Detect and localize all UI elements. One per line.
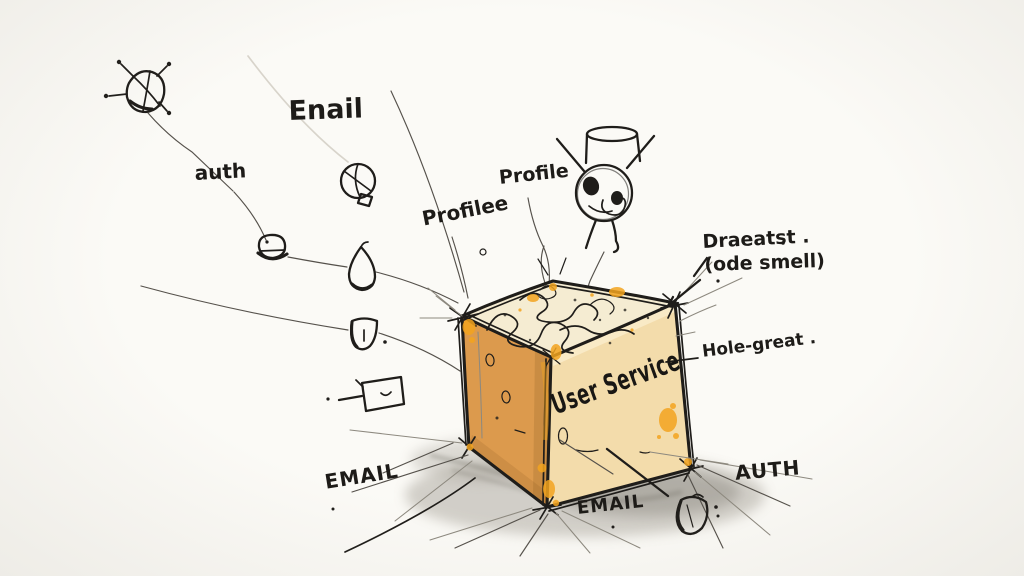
label-email-top: Enail <box>288 93 364 127</box>
box-top-scribbles <box>486 285 650 354</box>
user-service-box <box>419 257 743 520</box>
side-note-pointers <box>665 304 717 363</box>
connector-lines <box>140 55 550 372</box>
envelope-doodle <box>326 375 406 413</box>
code-smell-arrow <box>666 241 785 308</box>
orange-stains <box>462 283 692 507</box>
face-details <box>477 331 651 454</box>
cup-doodle <box>256 233 289 261</box>
shield-doodle-bottom <box>675 493 720 536</box>
small-shield-doodle <box>349 317 387 351</box>
label-auth-top: auth <box>194 158 247 185</box>
droplet-doodle <box>347 241 377 292</box>
bug-doodle <box>103 59 172 116</box>
motion-lines <box>331 429 813 557</box>
label-code-smell-line2: (ode smell) <box>704 249 826 276</box>
radar-dish-doodle <box>339 162 377 208</box>
funnel-robot-doodle <box>540 125 656 297</box>
